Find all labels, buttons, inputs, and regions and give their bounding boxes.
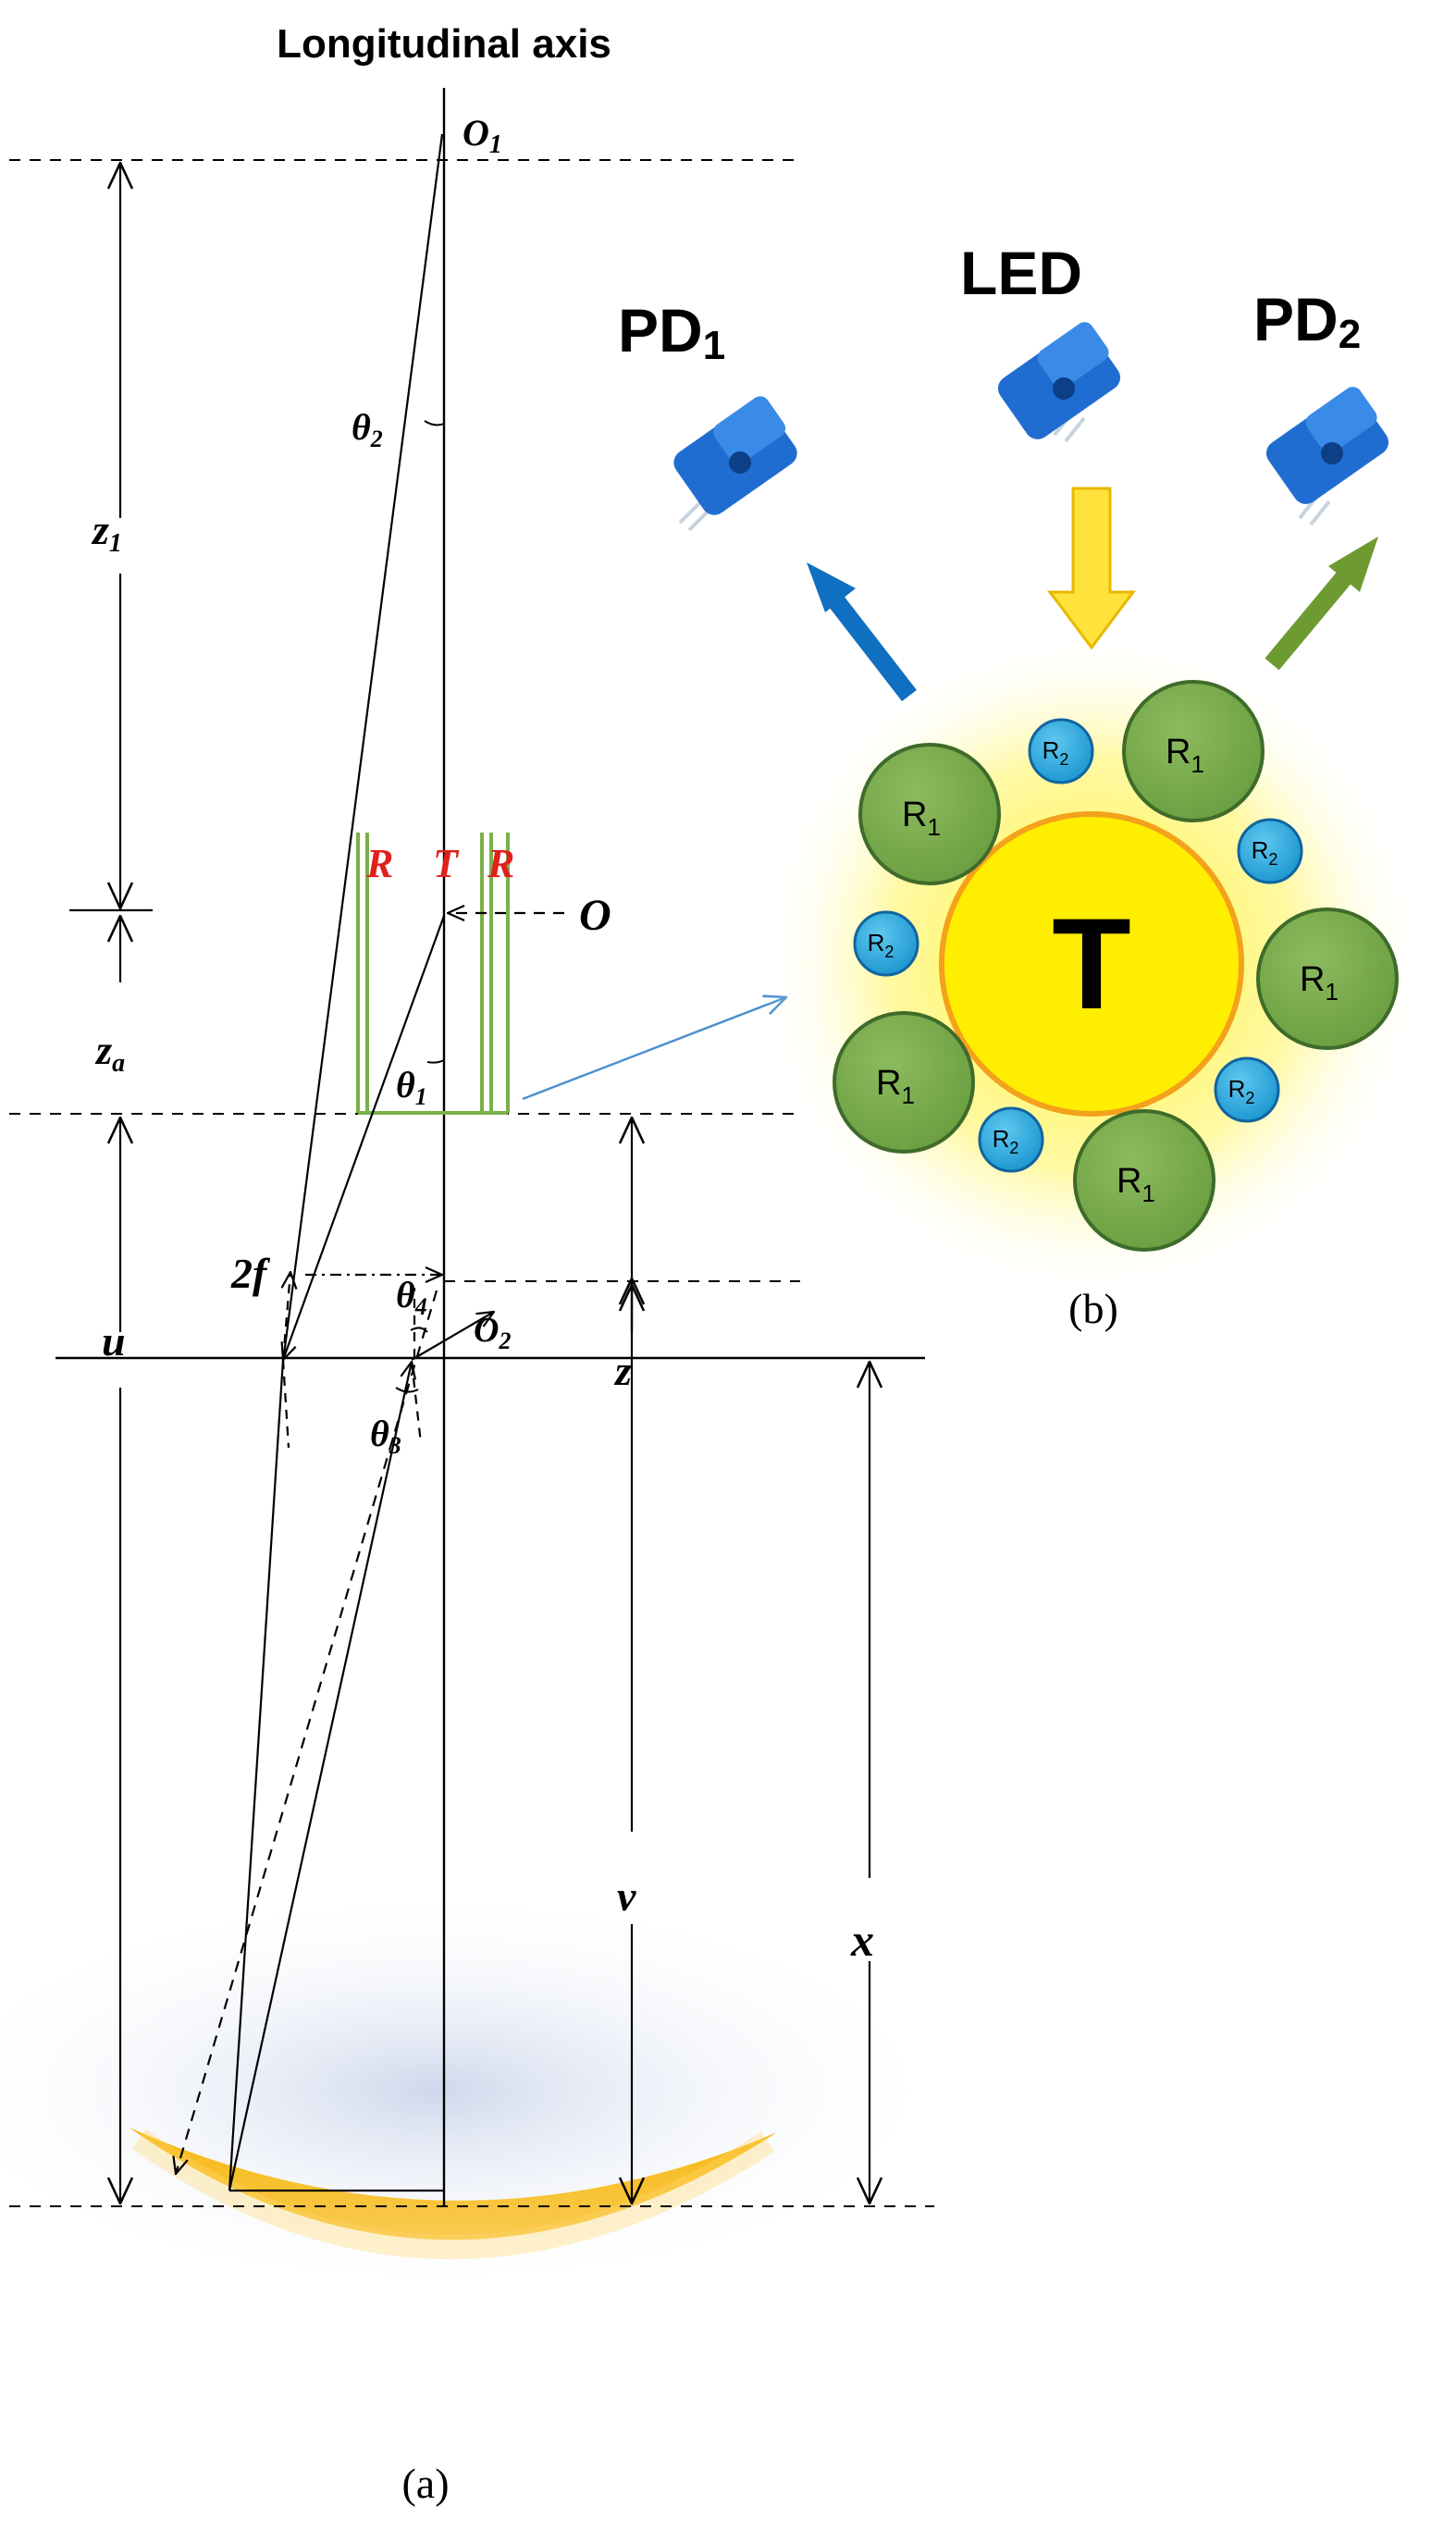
label-theta4: θ4 (396, 1274, 427, 1320)
r2-particle: R2 (1214, 1056, 1280, 1123)
svg-text:R2: R2 (1043, 736, 1069, 769)
r2-particle: R2 (853, 910, 919, 977)
led-arrow (1047, 487, 1136, 650)
r2-particle: R2 (1028, 718, 1094, 784)
label-2f: 2f (230, 1250, 271, 1297)
pd1-arrow (807, 562, 917, 702)
center-particle (939, 811, 1244, 1117)
pd1-label: PD1 (618, 296, 725, 368)
optical-rays (228, 133, 494, 2191)
r1-particle: R1 (858, 743, 1001, 885)
center-particle-label: T (1052, 891, 1131, 1036)
mirror-glow (131, 2129, 775, 2260)
label-o2: O2 (474, 1311, 511, 1354)
r1-particle: R1 (833, 1011, 975, 1154)
sample-cuvette (356, 833, 510, 1115)
r1-particles: R1 R1 R1 R1 R1 (833, 680, 1399, 1252)
svg-text:R1: R1 (1117, 1162, 1155, 1207)
label-o: O (579, 891, 611, 940)
dashed-rays (176, 1272, 438, 2174)
label-sample-r-right: R (487, 841, 514, 886)
label-sample-r-left: R (365, 841, 393, 886)
r2-particles: R2 R2 R2 R2 R2 (853, 718, 1303, 1173)
mirror (130, 2128, 777, 2241)
r1-particle: R1 (1122, 680, 1265, 822)
svg-text:R2: R2 (1228, 1075, 1255, 1107)
label-za: za (94, 1028, 125, 1078)
r1-particle: R1 (1256, 907, 1399, 1050)
svg-text:R1: R1 (876, 1064, 915, 1109)
label-theta2: θ2 (352, 406, 383, 452)
longitudinal-axis-title: Longitudinal axis (277, 21, 611, 67)
r1-particle: R1 (1073, 1109, 1215, 1252)
label-sample-t: T (433, 841, 460, 886)
pd2-label: PD2 (1253, 285, 1361, 357)
svg-text:R2: R2 (993, 1125, 1019, 1157)
svg-text:R2: R2 (868, 929, 895, 961)
label-v: v (617, 1872, 636, 1920)
svg-text:R1: R1 (902, 796, 941, 841)
r2-particle: R2 (1237, 818, 1303, 884)
caption-b: (b) (1068, 1285, 1118, 1332)
label-x: x (850, 1914, 874, 1966)
figure-b: T R1 R1 R1 R1 R1 (618, 239, 1425, 1332)
connector-arrow (522, 997, 786, 1101)
pd2-sensor-icon (1265, 387, 1389, 526)
r2-particle: R2 (978, 1106, 1044, 1173)
label-o1: O1 (463, 112, 502, 159)
svg-text:R1: R1 (1300, 960, 1339, 1006)
pd2-arrow (1265, 537, 1378, 671)
led-label: LED (960, 239, 1082, 307)
label-theta3: θ3 (370, 1413, 401, 1459)
label-z1: z1 (91, 506, 122, 558)
angle-arcs (395, 420, 445, 1393)
label-z: z (613, 1347, 632, 1394)
mirror-haze (0, 1887, 953, 2294)
led-sensor-icon (997, 322, 1121, 443)
dimension-arrows (69, 163, 870, 2204)
svg-text:R2: R2 (1252, 836, 1278, 869)
svg-text:R1: R1 (1166, 733, 1204, 778)
pd1-sensor-icon (673, 396, 797, 532)
label-u: u (102, 1317, 126, 1364)
label-theta1: θ1 (396, 1064, 427, 1110)
caption-a: (a) (401, 2460, 449, 2507)
figure-a: Longitudinal axis O1 O O2 z1 za z v x u … (0, 21, 953, 2507)
